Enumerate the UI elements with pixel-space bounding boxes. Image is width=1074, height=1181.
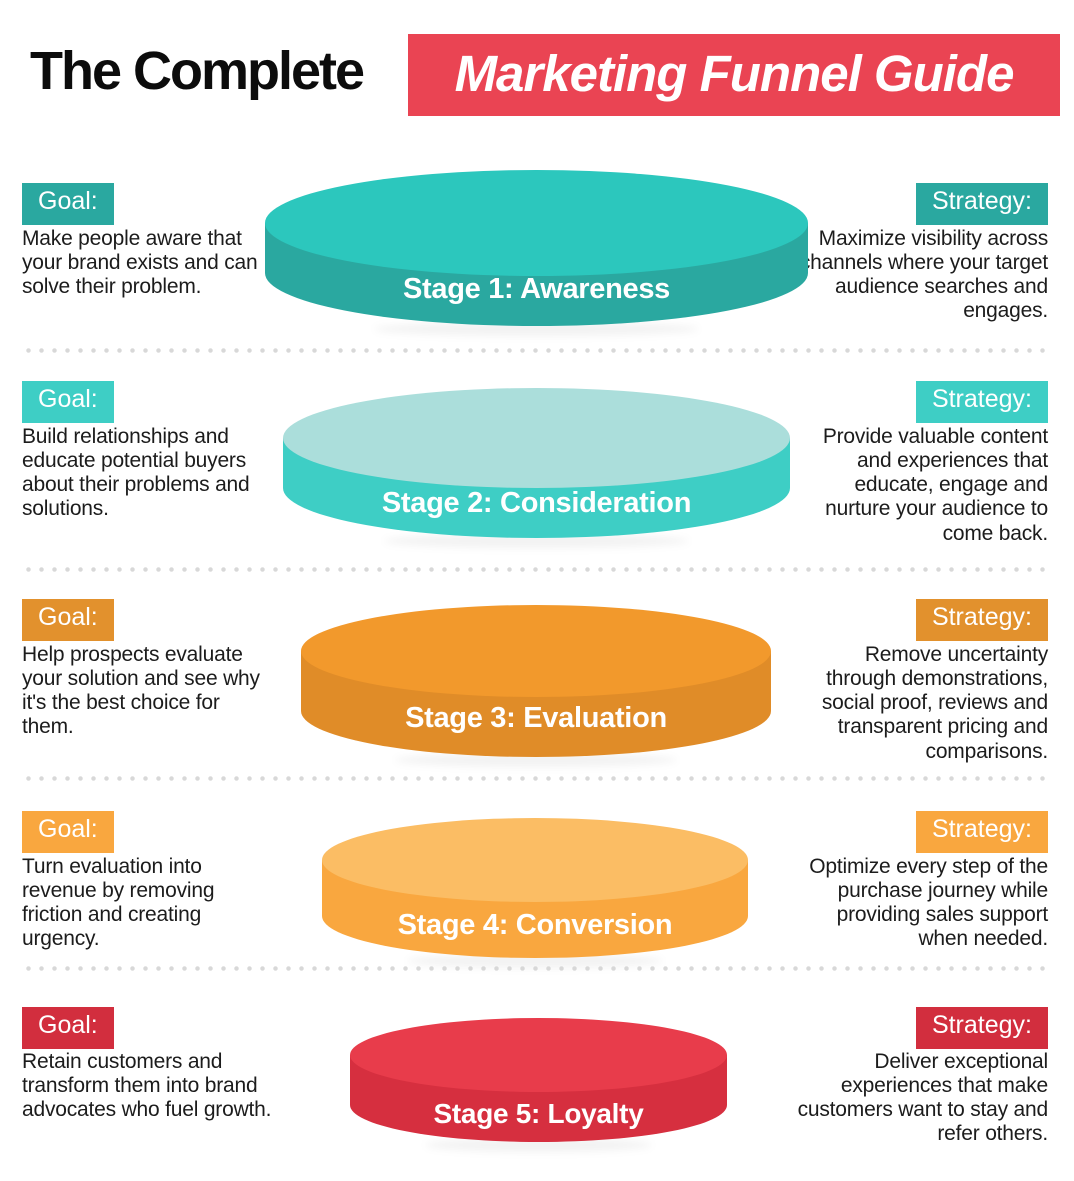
- dotted-divider-2: [22, 567, 1052, 572]
- disc-top-face: [301, 605, 771, 697]
- goal-badge-stage-1: Goal:: [22, 183, 114, 225]
- stage-label-5: Stage 5: Loyalty: [433, 1098, 644, 1129]
- stage-label-3: Stage 3: Evaluation: [405, 702, 667, 734]
- funnel-disc-stage-4: Stage 4: Conversion: [322, 818, 748, 958]
- goal-text-stage-4: Turn evaluation into revenue by removing…: [22, 855, 215, 951]
- strategy-badge-stage-4: Strategy:: [915, 811, 1048, 853]
- disc-top-face: [322, 818, 748, 902]
- goal-badge-stage-4: Goal:: [22, 811, 114, 853]
- disc-top-face: [265, 170, 808, 276]
- disc-top-face: [350, 1018, 727, 1092]
- strategy-text-stage-3: Remove uncertainty through demonstration…: [821, 643, 1048, 763]
- strategy-badge-stage-1: Strategy:: [915, 183, 1048, 225]
- goal-text-stage-5: Retain customers and transform them into…: [22, 1050, 272, 1122]
- dotted-divider-4: [22, 966, 1052, 971]
- funnel-disc-stage-1: Stage 1: Awareness: [265, 170, 808, 326]
- strategy-badge-wrap-stage-2: Strategy:: [728, 381, 1048, 423]
- goal-text-stage-3: Help prospects evaluate your solution an…: [22, 643, 260, 739]
- strategy-badge-wrap-stage-3: Strategy:: [728, 599, 1048, 641]
- strategy-text-stage-4: Optimize every step of the purchase jour…: [809, 855, 1048, 951]
- funnel-disc-stage-3: Stage 3: Evaluation: [301, 605, 771, 757]
- page-title-prefix: The Complete: [30, 41, 365, 101]
- goal-badge-stage-2: Goal:: [22, 381, 114, 423]
- stage-label-1: Stage 1: Awareness: [402, 273, 670, 305]
- funnel-disc-stage-5: Stage 5: Loyalty: [350, 1018, 727, 1142]
- strategy-text-stage-2: Provide valuable content and experiences…: [822, 425, 1048, 545]
- stage-label-2: Stage 2: Consideration: [381, 487, 692, 519]
- strategy-badge-stage-5: Strategy:: [915, 1007, 1048, 1049]
- disc-top-face: [283, 388, 790, 488]
- strategy-badge-wrap-stage-5: Strategy:: [728, 1007, 1048, 1049]
- funnel-disc-stage-2: Stage 2: Consideration: [283, 388, 790, 538]
- strategy-text-stage-1: Maximize visibility across channels wher…: [799, 227, 1048, 323]
- goal-text-stage-2: Build relationships and educate potentia…: [22, 425, 250, 521]
- strategy-badge-wrap-stage-4: Strategy:: [728, 811, 1048, 853]
- page-title-highlight: Marketing Funnel Guide: [408, 34, 1060, 116]
- dotted-divider-3: [22, 776, 1052, 781]
- strategy-text-stage-5: Deliver exceptional experiences that mak…: [797, 1050, 1049, 1146]
- strategy-badge-stage-3: Strategy:: [915, 599, 1048, 641]
- goal-text-stage-1: Make people aware that your brand exists…: [22, 227, 258, 299]
- strategy-badge-stage-2: Strategy:: [915, 381, 1048, 423]
- stage-label-4: Stage 4: Conversion: [397, 909, 673, 941]
- strategy-badge-wrap-stage-1: Strategy:: [728, 183, 1048, 225]
- goal-badge-stage-3: Goal:: [22, 599, 114, 641]
- dotted-divider-1: [22, 348, 1052, 353]
- goal-badge-stage-5: Goal:: [22, 1007, 114, 1049]
